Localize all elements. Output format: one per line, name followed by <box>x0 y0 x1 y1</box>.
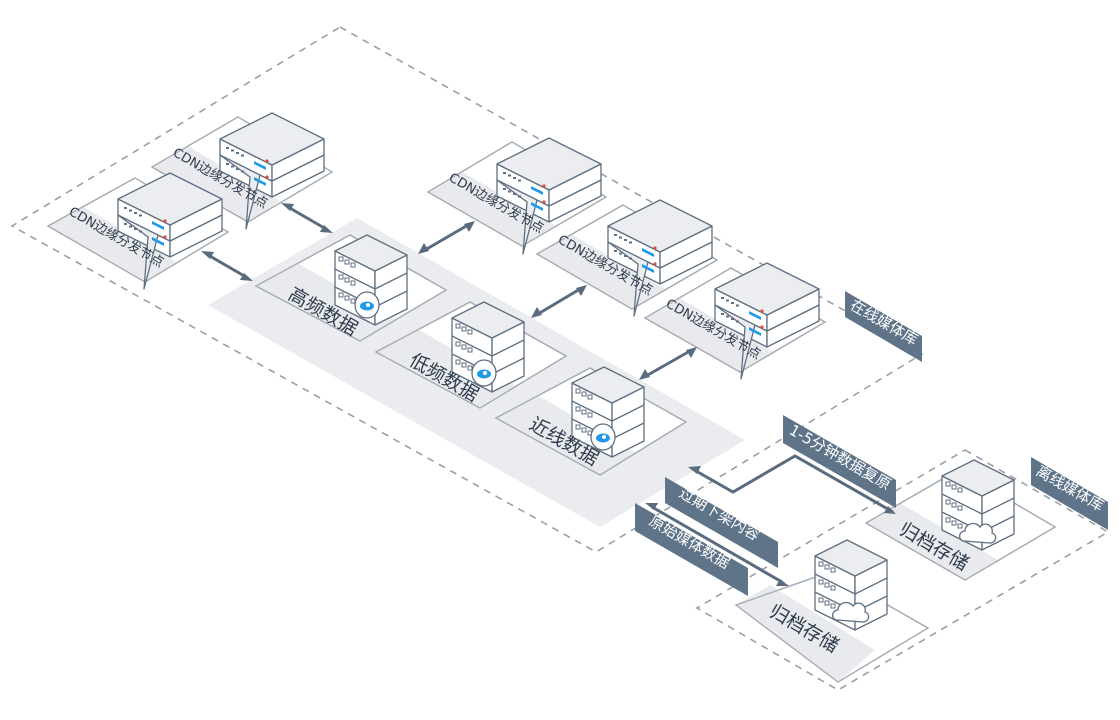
eye-icon <box>354 291 380 319</box>
storage-tier-hot: 高频数据 <box>254 234 448 342</box>
cdn-link-arrow <box>639 347 697 380</box>
cdn-link-arrow <box>418 221 475 254</box>
cdn-node: CDN边缘分发节点 <box>46 172 230 290</box>
eye-icon <box>471 359 497 387</box>
archive-node: 归档存储 <box>734 539 930 683</box>
offline-library-boundary <box>695 449 1110 691</box>
cdn-node: CDN边缘分发节点 <box>426 137 608 255</box>
cdn-link-arrow <box>531 285 587 318</box>
cdn-node: CDN边缘分发节点 <box>150 112 334 230</box>
cdn-link-arrow <box>201 251 253 281</box>
storage-tier-nearline: 近线数据 <box>494 366 688 476</box>
cdn-link-arrow <box>281 203 333 233</box>
archive-node: 归档存储 <box>864 459 1057 581</box>
cdn-node: CDN边缘分发节点 <box>535 199 719 317</box>
storage-tier-warm: 低频数据 <box>374 301 568 409</box>
online-library-boundary <box>10 26 924 553</box>
online-library-tag: 在线媒体库 <box>845 291 922 362</box>
